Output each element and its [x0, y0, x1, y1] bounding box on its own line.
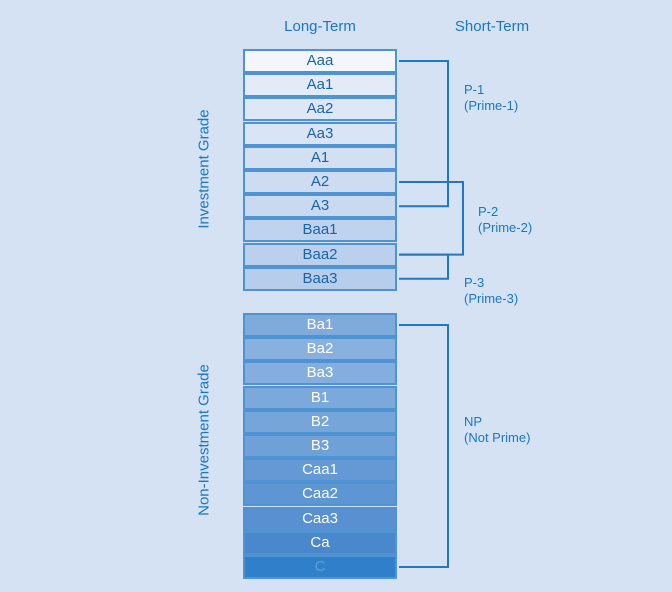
rating-caa3: Caa3: [243, 506, 397, 531]
long-term-header: Long-Term: [284, 18, 356, 35]
bracket-p-2: [399, 181, 464, 256]
short-term-label-np: NP(Not Prime): [464, 414, 530, 446]
rating-aaa: Aaa: [243, 49, 397, 73]
short-term-code: P-3: [464, 275, 485, 290]
short-term-desc: (Prime-3): [464, 291, 519, 306]
bracket-p-3: [399, 253, 449, 280]
rating-caa2: Caa2: [243, 482, 397, 507]
short-term-code: P-1: [464, 82, 485, 97]
short-term-desc: (Prime-1): [464, 98, 519, 113]
rating-a1: A1: [243, 145, 397, 170]
rating-aa3: Aa3: [243, 121, 397, 146]
short-term-code: P-2: [478, 204, 499, 219]
short-term-desc: (Prime-2): [478, 220, 533, 235]
rating-b1: B1: [243, 385, 397, 410]
bracket-p-1: [399, 60, 449, 208]
rating-aa1: Aa1: [243, 73, 397, 98]
rating-aa2: Aa2: [243, 97, 397, 122]
rating-baa2: Baa2: [243, 242, 397, 267]
rating-ba1: Ba1: [243, 313, 397, 337]
rating-b3: B3: [243, 434, 397, 458]
rating-ba2: Ba2: [243, 337, 397, 362]
short-term-code: NP: [464, 414, 483, 429]
rating-a2: A2: [243, 170, 397, 194]
short-term-label-p-2: P-2(Prime-2): [478, 204, 532, 236]
short-term-label-p-1: P-1(Prime-1): [464, 82, 518, 114]
rating-c: C: [243, 555, 397, 579]
short-term-header: Short-Term: [454, 18, 530, 35]
short-term-desc: (Not Prime): [464, 430, 531, 445]
short-term-label-p-3: P-3(Prime-3): [464, 275, 518, 307]
rating-a3: A3: [243, 194, 397, 219]
rating-ba3: Ba3: [243, 361, 397, 386]
rating-baa3: Baa3: [243, 266, 397, 291]
rating-b2: B2: [243, 409, 397, 434]
rating-caa1: Caa1: [243, 458, 397, 483]
rating-baa1: Baa1: [243, 218, 397, 243]
rating-ca: Ca: [243, 530, 397, 555]
bracket-np: [399, 324, 449, 568]
